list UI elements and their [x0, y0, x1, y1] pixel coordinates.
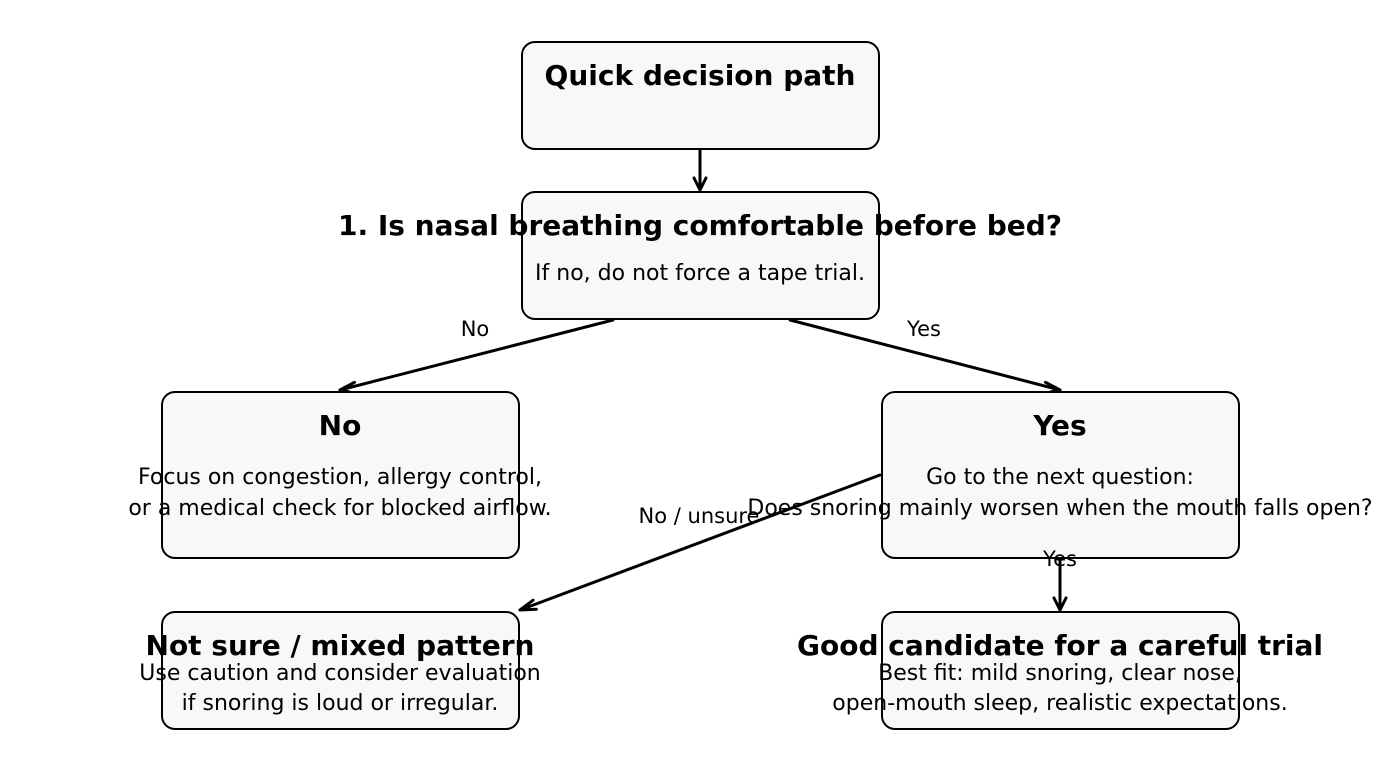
- edge-label-yes: Yes: [907, 317, 941, 341]
- arrow-yes-to-mixed: [518, 473, 882, 612]
- edge-label-no-unsure: No / unsure: [638, 504, 760, 528]
- start-title: Quick decision path: [544, 59, 856, 92]
- arrow-yes-to-good: [1052, 558, 1068, 612]
- node-mixed-pattern: [161, 611, 520, 730]
- node-no: [161, 391, 520, 559]
- node-good-candidate: [881, 611, 1240, 730]
- node-question-1: [521, 191, 880, 320]
- no-title: No: [318, 409, 362, 442]
- no-body-line-2: or a medical check for blocked airflow.: [128, 496, 552, 521]
- yes-title: Yes: [1033, 409, 1087, 442]
- question-1-note: If no, do not force a tape trial.: [535, 261, 865, 286]
- no-body-line-1: Focus on congestion, allergy control,: [138, 465, 542, 490]
- yes-body-line-1: Go to the next question:: [926, 465, 1194, 490]
- good-candidate-title: Good candidate for a careful trial: [796, 629, 1324, 662]
- good-candidate-body-line-1: Best fit: mild snoring, clear nose,: [878, 661, 1242, 686]
- node-start: [521, 41, 880, 150]
- mixed-pattern-title: Not sure / mixed pattern: [145, 629, 535, 662]
- mixed-pattern-body-line-1: Use caution and consider evaluation: [139, 661, 541, 686]
- node-yes: [881, 391, 1240, 559]
- mixed-pattern-body-line-2: if snoring is loud or irregular.: [181, 691, 499, 716]
- arrow-start-to-q1: [692, 148, 708, 192]
- yes-body-line-2: Does snoring mainly worsen when the mout…: [747, 496, 1373, 521]
- edge-label-no: No: [460, 317, 490, 341]
- edge-label-yes-final: Yes: [1043, 547, 1077, 571]
- question-1-title: 1. Is nasal breathing comfortable before…: [337, 209, 1063, 242]
- good-candidate-body-line-2: open-mouth sleep, realistic expectations…: [832, 691, 1288, 716]
